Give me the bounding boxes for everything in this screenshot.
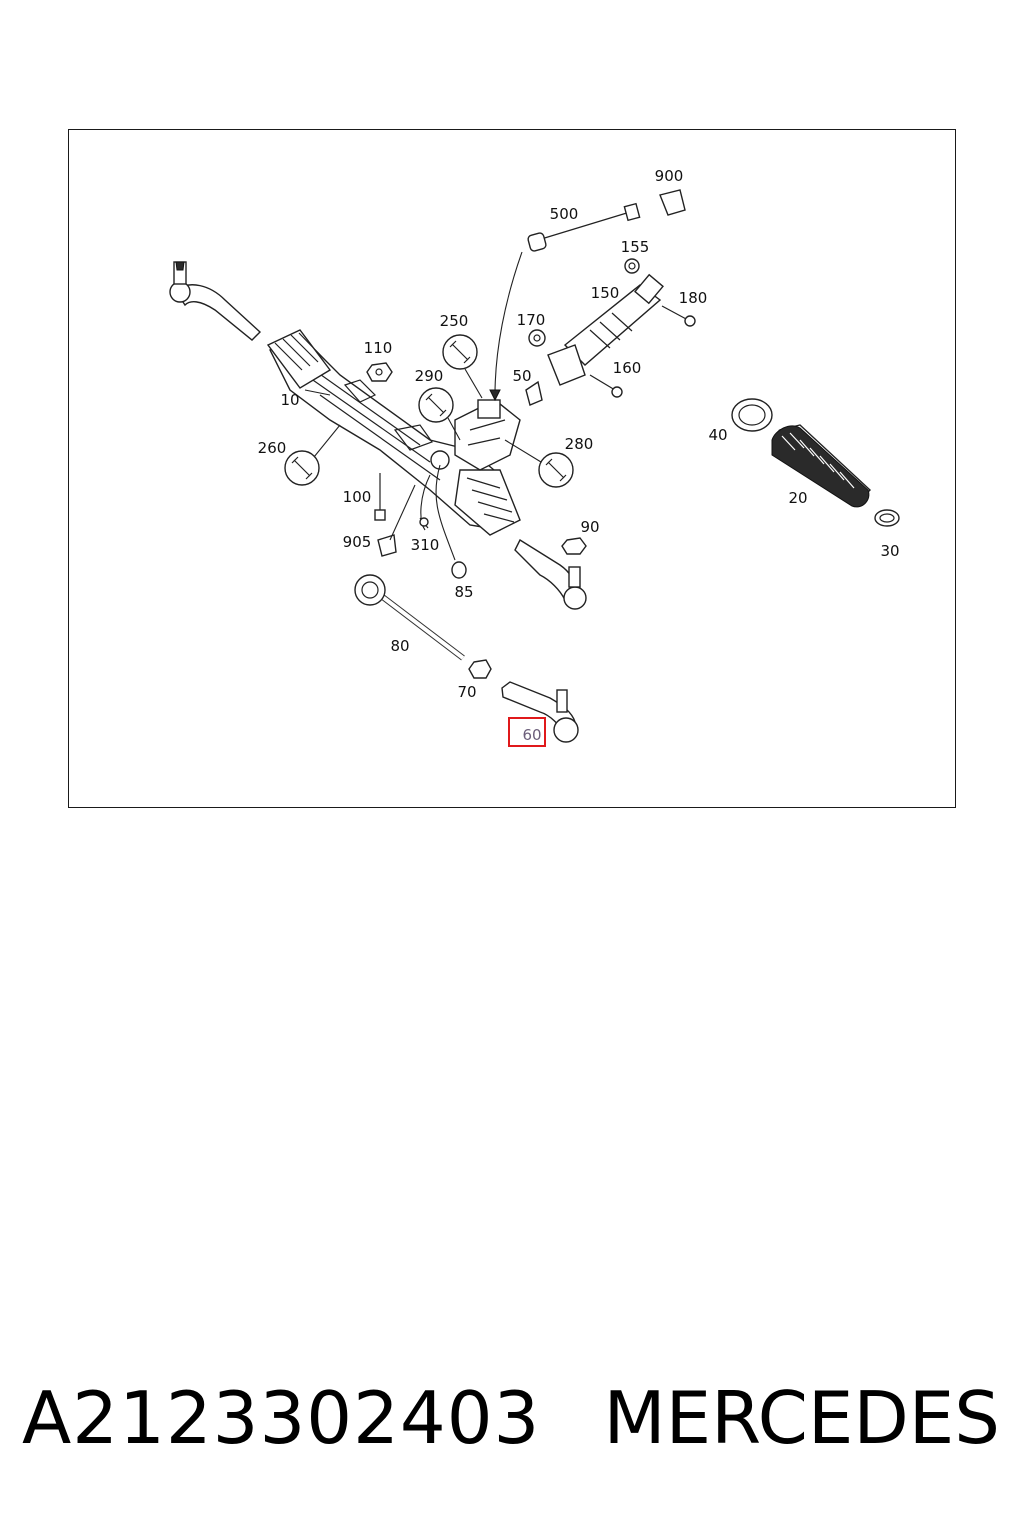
part-155-nut <box>624 258 640 274</box>
diagram-frame <box>68 129 956 808</box>
tie-rod-end-left <box>169 261 262 341</box>
callout-290: 290 <box>415 367 444 385</box>
callout-110: 110 <box>364 339 393 357</box>
callout-155: 155 <box>621 238 650 256</box>
callout-170: 170 <box>517 311 546 329</box>
part-80-inner-tie-rod <box>354 574 465 661</box>
callout-900: 900 <box>655 167 684 185</box>
part-170-washer <box>528 329 546 347</box>
callout-40: 40 <box>708 426 727 444</box>
part-310-screw <box>419 517 429 529</box>
callout-150: 150 <box>591 284 620 302</box>
torque-wrench-icon-250 <box>442 334 483 399</box>
callout-500: 500 <box>550 205 579 223</box>
part-50-clip <box>525 380 543 406</box>
callout-80: 80 <box>390 637 409 655</box>
torque-wrench-icon-290 <box>418 387 461 441</box>
callout-60[interactable]: 60 <box>522 726 541 744</box>
callout-30: 30 <box>880 542 899 560</box>
callout-180: 180 <box>679 289 708 307</box>
part-70-nut <box>468 659 492 679</box>
callout-10: 10 <box>280 391 299 409</box>
callout-90: 90 <box>580 518 599 536</box>
torque-wrench-icon-280 <box>504 439 574 488</box>
callout-70: 70 <box>457 683 476 701</box>
part-905-bracket <box>377 484 416 557</box>
tie-rod-end-right <box>514 538 587 610</box>
callout-280: 280 <box>565 435 594 453</box>
callout-85: 85 <box>454 583 473 601</box>
steering-rack-assembly <box>269 334 516 531</box>
part-180-bolt <box>661 305 696 327</box>
callout-160: 160 <box>613 359 642 377</box>
part-100-bolt <box>374 473 386 521</box>
brand-name: MERCEDES <box>603 1376 1000 1460</box>
callout-250: 250 <box>440 312 469 330</box>
part-60-tie-rod-end <box>501 681 579 743</box>
callout-100: 100 <box>343 488 372 506</box>
part-number: A2123302403 <box>22 1376 541 1460</box>
callout-310: 310 <box>411 536 440 554</box>
callout-260: 260 <box>258 439 287 457</box>
callout-905: 905 <box>343 533 372 551</box>
part-30-clamp <box>874 509 900 527</box>
callout-20: 20 <box>788 489 807 507</box>
part-85-nut <box>451 561 467 579</box>
leader-10 <box>304 389 331 396</box>
part-90-nut <box>561 537 587 555</box>
highlight-box-60 <box>508 717 546 747</box>
part-150-shaft <box>547 273 664 386</box>
part-40-clamp <box>731 398 773 432</box>
part-900-bracket <box>659 189 686 216</box>
part-20-bellow <box>771 424 872 508</box>
footer: A2123302403 MERCEDES <box>0 1370 1024 1480</box>
part-500-rod <box>489 202 641 402</box>
callout-50: 50 <box>512 367 531 385</box>
rack-bellow-left <box>266 329 332 389</box>
part-110-nut <box>366 362 393 382</box>
torque-wrench-icon-260 <box>284 424 341 486</box>
part-160-bolt <box>589 374 623 398</box>
rack-bellow-right <box>454 469 521 536</box>
